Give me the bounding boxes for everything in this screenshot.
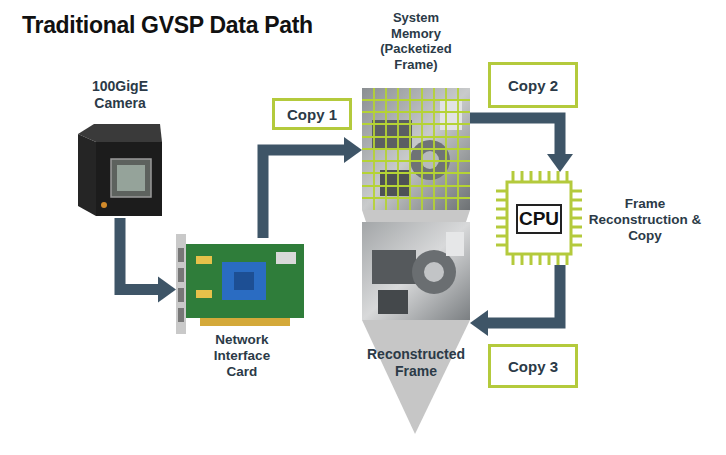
copy-label: Copy 1	[287, 106, 337, 123]
data-arrow	[470, 118, 573, 172]
copy-label: Copy 2	[508, 77, 558, 94]
cpu-chip-outline	[496, 171, 582, 265]
arrow-head	[344, 137, 362, 163]
data-arrow	[120, 218, 176, 303]
nic-illustration	[176, 234, 304, 334]
camera-node: 100GigE Camera	[78, 128, 162, 218]
diagram-title: Traditional GVSP Data Path	[22, 12, 313, 39]
copy-box: Copy 1	[272, 98, 352, 130]
nic-node: Network Interface Card	[176, 238, 308, 330]
arrow-line	[470, 118, 560, 154]
camera-label: 100GigE Camera	[75, 78, 165, 112]
nic-label: Network Interface Card	[202, 332, 282, 380]
arrow-head	[547, 154, 573, 172]
arrow-head	[158, 277, 176, 303]
frame-band	[362, 210, 470, 222]
reconstructed-frame-image	[362, 222, 470, 320]
data-arrow	[263, 137, 362, 238]
reconstructed-label: Reconstructed Frame	[356, 346, 476, 380]
copy-box: Copy 3	[488, 344, 578, 388]
arrow-line	[263, 150, 344, 238]
cpu-label: CPU	[516, 204, 562, 234]
reconstructed-node: Reconstructed Frame	[362, 222, 470, 320]
cpu-caption: Frame Reconstruction & Copy	[587, 196, 703, 244]
arrow-line	[488, 265, 560, 323]
packetized-frame-image	[362, 88, 470, 210]
memory-node: System Memory (Packetized Frame)	[362, 88, 470, 210]
memory-label: System Memory (Packetized Frame)	[371, 10, 461, 72]
arrow-head	[470, 310, 488, 336]
data-arrow	[470, 265, 560, 336]
copy-box: Copy 2	[488, 62, 578, 108]
cpu-node: CPUFrame Reconstruction & Copy	[497, 172, 582, 265]
camera-illustration	[78, 124, 162, 216]
arrow-line	[120, 218, 158, 290]
copy-label: Copy 3	[508, 358, 558, 375]
